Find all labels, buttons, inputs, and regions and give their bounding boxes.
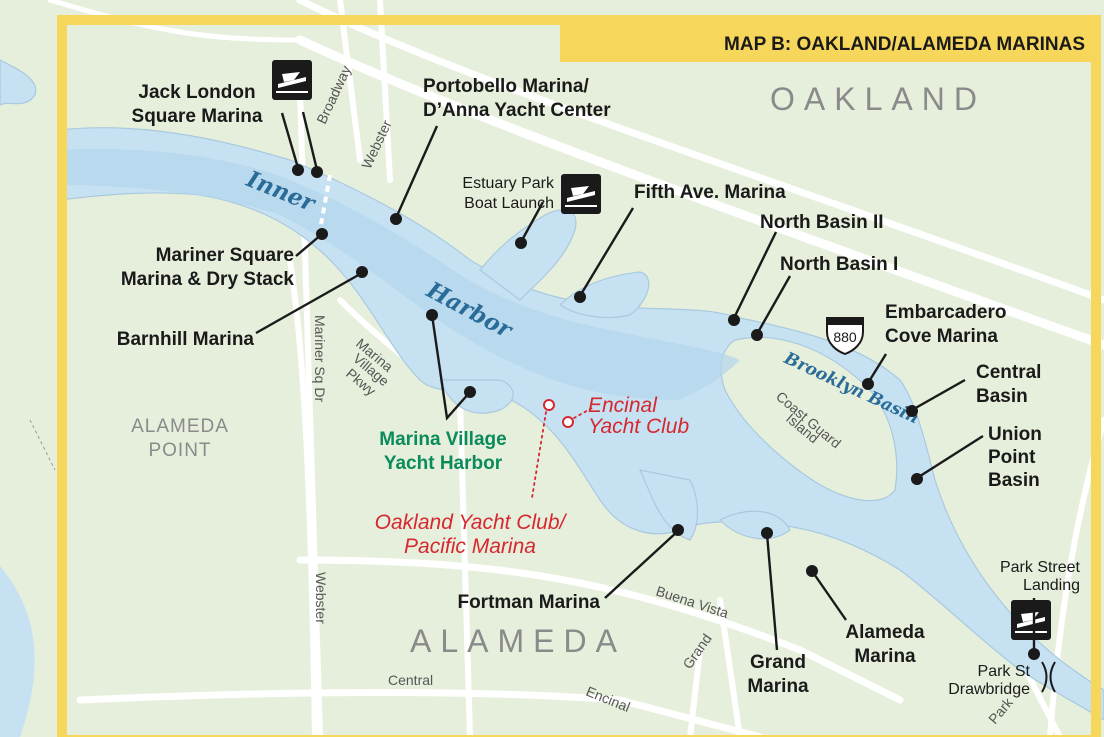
map-title: MAP B: OAKLAND/ALAMEDA MARINAS: [724, 34, 1085, 55]
label-north-basin-2: North Basin II: [760, 212, 884, 233]
outer-water: [0, 59, 37, 737]
webster-tube: [318, 174, 332, 231]
label-fortman: Fortman Marina: [457, 592, 600, 613]
label-jack-london-line2: Square Marina: [132, 106, 263, 127]
label-embarcadero-line2: Cove Marina: [885, 326, 998, 347]
map-frame: [57, 15, 1101, 737]
label-central-basin-line2: Basin: [976, 386, 1028, 407]
interstate-880-shield-icon: 880: [826, 317, 864, 356]
label-mariner-square-line1: Mariner Square: [156, 245, 294, 266]
drawbridge-icon: [1041, 661, 1056, 693]
label-north-basin-1: North Basin I: [780, 254, 898, 275]
label-drawbridge-line1: Park St: [978, 663, 1031, 680]
label-barnhill: Barnhill Marina: [117, 329, 255, 350]
label-alameda-marina-line2: Marina: [854, 646, 916, 667]
label-marina-village-line1: Marina Village: [379, 429, 506, 450]
street-webster-south: Webster: [313, 572, 329, 624]
label-fifth-ave: Fifth Ave. Marina: [634, 182, 786, 203]
label-oakland-yc-line1: Oakland Yacht Club/: [375, 511, 568, 534]
boat-launch-icon: [561, 174, 601, 214]
label-union-point-line2: Point: [988, 447, 1036, 468]
estuary: [59, 127, 1104, 721]
label-encinal-yc-line1: Encinal: [588, 394, 658, 417]
leader-lines: [255, 111, 1036, 652]
label-grand-marina-line1: Grand: [750, 652, 806, 673]
label-encinal-yc-line2: Yacht Club: [588, 415, 689, 438]
label-park-street-landing-line1: Park Street: [1000, 559, 1081, 576]
label-estuary-park-line2: Boat Launch: [464, 195, 554, 212]
district-alameda-point-line1: ALAMEDA: [131, 416, 229, 437]
street-mariner-sq-dr: Mariner Sq Dr: [312, 315, 328, 402]
boat-launch-icon: [1011, 600, 1051, 640]
label-portobello-line1: Portobello Marina/: [423, 76, 589, 97]
label-mariner-square-line2: Marina & Dry Stack: [121, 269, 295, 290]
label-alameda-marina-line1: Alameda: [845, 622, 925, 643]
yacht-club-labels: Encinal Yacht Club Oakland Yacht Club/ P…: [375, 394, 690, 558]
yacht-club-markers: [531, 399, 593, 499]
title-banner: [560, 24, 1094, 62]
label-estuary-park-line1: Estuary Park: [462, 175, 555, 192]
svg-text:880: 880: [833, 329, 857, 345]
label-union-point-line3: Basin: [988, 470, 1040, 491]
street-central: Central: [388, 672, 433, 688]
label-union-point-line1: Union: [988, 424, 1042, 445]
label-oakland-yc-line2: Pacific Marina: [404, 535, 536, 558]
boat-launch-icon: [272, 60, 312, 100]
label-drawbridge-line2: Drawbridge: [948, 681, 1030, 698]
label-grand-marina-line2: Marina: [747, 676, 809, 697]
label-portobello-line2: D’Anna Yacht Center: [423, 100, 611, 121]
label-park-street-landing-line2: Landing: [1023, 577, 1080, 594]
label-jack-london-line1: Jack London: [138, 82, 255, 103]
label-embarcadero-line1: Embarcadero: [885, 302, 1006, 323]
marina-labels: Jack London Square Marina Portobello Mar…: [117, 76, 1081, 698]
district-alameda: ALAMEDA: [410, 623, 626, 659]
district-alameda-point-line2: POINT: [148, 440, 211, 461]
district-oakland: OAKLAND: [770, 81, 986, 117]
marina-pins: [292, 164, 1040, 660]
label-marina-village-line2: Yacht Harbor: [384, 453, 503, 474]
label-central-basin-line1: Central: [976, 362, 1041, 383]
